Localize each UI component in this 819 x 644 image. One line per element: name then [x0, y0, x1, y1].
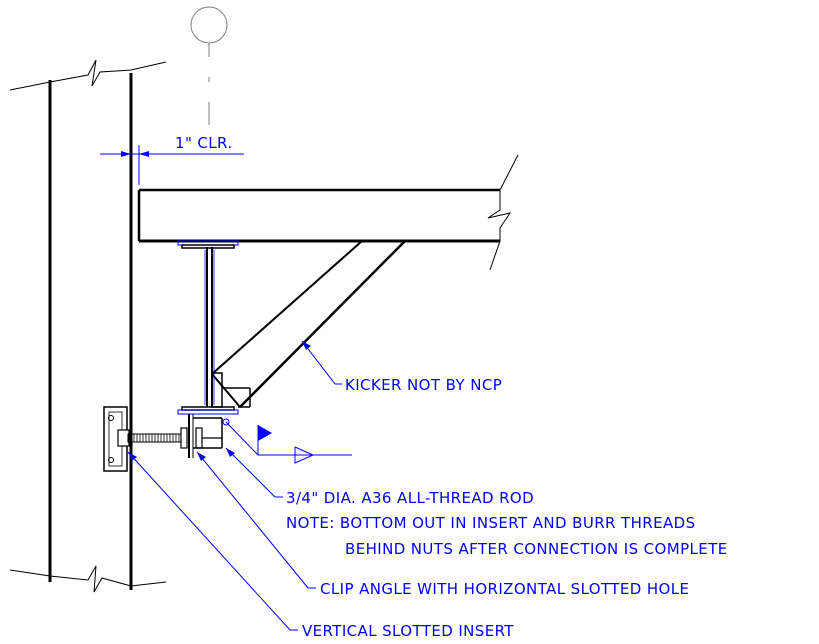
- kicker-label: KICKER NOT BY NCP: [345, 376, 502, 394]
- grid-line-bubble: [190, 6, 228, 125]
- weld-symbol: [225, 421, 352, 464]
- clearance-dimension: [100, 145, 244, 185]
- all-thread-rod: [127, 427, 222, 449]
- horizontal-beam: [137, 154, 519, 271]
- insert-label: VERTICAL SLOTTED INSERT: [302, 622, 514, 640]
- clip-angle: [188, 414, 230, 458]
- leader-lines: [127, 340, 342, 631]
- leader-arrowheads: [128, 341, 311, 461]
- hanger-wide-flange: [177, 240, 251, 415]
- note-line-2: BEHIND NUTS AFTER CONNECTION IS COMPLETE: [345, 540, 728, 558]
- rod-label: 3/4" DIA. A36 ALL-THREAD ROD: [286, 489, 534, 507]
- kicker-brace: [211, 240, 406, 408]
- clearance-label: 1" CLR.: [175, 134, 233, 152]
- clip-angle-label: CLIP ANGLE WITH HORIZONTAL SLOTTED HOLE: [320, 580, 689, 598]
- note-line-1: NOTE: BOTTOM OUT IN INSERT AND BURR THRE…: [286, 514, 696, 532]
- concrete-wall: [9, 59, 167, 593]
- vertical-slotted-insert: [103, 406, 130, 472]
